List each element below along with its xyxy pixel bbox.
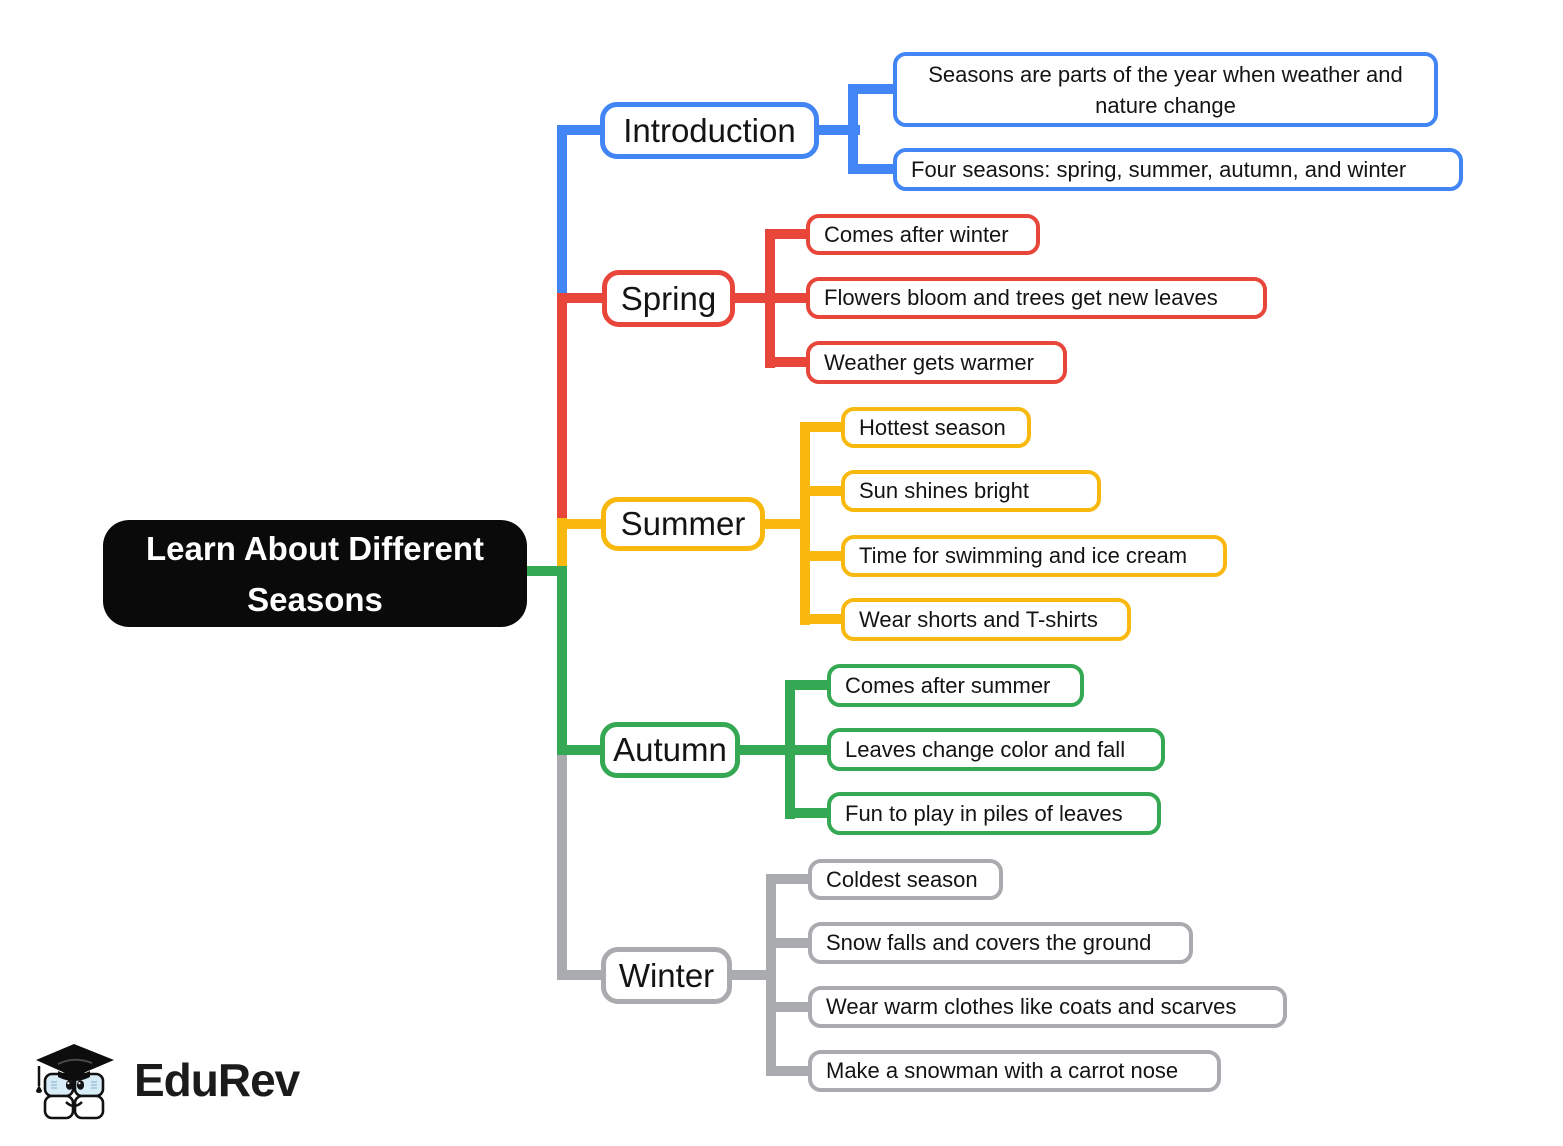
connector-summer-child-3 bbox=[800, 614, 846, 624]
branch-autumn-label: Autumn bbox=[613, 731, 727, 768]
leaf-introduction-0-label: Seasons are parts of the year when weath… bbox=[928, 61, 1403, 118]
branch-spring: Spring bbox=[602, 270, 735, 327]
leaf-winter-3-label: Make a snowman with a carrot nose bbox=[826, 1058, 1179, 1083]
connector-root-stub bbox=[520, 566, 567, 576]
leaf-summer-2-label: Time for swimming and ice cream bbox=[859, 543, 1188, 568]
edurev-logo-text: EduRev bbox=[134, 1054, 300, 1106]
leaf-winter-1-label: Snow falls and covers the ground bbox=[826, 930, 1152, 955]
connector-autumn-child-2 bbox=[785, 808, 832, 818]
connector-trunk-red bbox=[557, 298, 567, 518]
leaf-autumn-1-label: Leaves change color and fall bbox=[845, 736, 1126, 762]
connector-winter-child-0 bbox=[766, 874, 813, 884]
branch-introduction: Introduction bbox=[600, 102, 819, 159]
leaf-winter-1: Snow falls and covers the ground bbox=[808, 922, 1193, 964]
connector-stub-summer bbox=[557, 519, 605, 529]
connector-introduction-trunk bbox=[848, 84, 858, 174]
connector-winter-trunk bbox=[766, 874, 776, 1076]
connector-winter-child-3 bbox=[766, 1066, 813, 1076]
connector-trunk-green bbox=[557, 566, 567, 750]
root-node: Learn About Different Seasons bbox=[103, 520, 527, 627]
leaf-winter-0: Coldest season bbox=[808, 859, 1003, 900]
branch-spring-label: Spring bbox=[620, 279, 717, 317]
leaf-spring-1: Flowers bloom and trees get new leaves bbox=[806, 277, 1267, 319]
leaf-summer-3: Wear shorts and T-shirts bbox=[841, 598, 1131, 641]
connector-spring-child-1 bbox=[765, 293, 811, 303]
connector-autumn-out bbox=[735, 745, 790, 755]
connector-winter-child-1 bbox=[766, 938, 813, 948]
connector-summer-trunk bbox=[800, 422, 810, 625]
leaf-winter-0-label: Coldest season bbox=[826, 866, 978, 892]
leaf-autumn-2-label: Fun to play in piles of leaves bbox=[845, 800, 1123, 826]
connector-trunk-yellow bbox=[557, 518, 567, 571]
leaf-spring-1-label: Flowers bloom and trees get new leaves bbox=[824, 285, 1218, 310]
connector-summer-child-0 bbox=[800, 422, 846, 432]
branch-summer-label: Summer bbox=[620, 505, 746, 542]
leaf-summer-3-label: Wear shorts and T-shirts bbox=[859, 606, 1098, 632]
leaf-autumn-2: Fun to play in piles of leaves bbox=[827, 792, 1161, 835]
leaf-summer-1-label: Sun shines bright bbox=[859, 478, 1029, 503]
leaf-summer-0: Hottest season bbox=[841, 407, 1031, 448]
connector-stub-spring bbox=[557, 293, 606, 303]
connector-introduction-child-0 bbox=[848, 84, 898, 94]
connector-spring-out bbox=[730, 293, 775, 303]
leaf-autumn-1: Leaves change color and fall bbox=[827, 728, 1165, 771]
connector-spring-child-2 bbox=[765, 357, 811, 367]
leaf-summer-2: Time for swimming and ice cream bbox=[841, 535, 1227, 577]
edurev-logo: EduRev bbox=[30, 1038, 300, 1122]
leaf-spring-0: Comes after winter bbox=[806, 214, 1040, 255]
leaf-introduction-1: Four seasons: spring, summer, autumn, an… bbox=[893, 148, 1463, 191]
leaf-introduction-1-label: Four seasons: spring, summer, autumn, an… bbox=[911, 156, 1407, 182]
leaf-introduction-0: Seasons are parts of the year when weath… bbox=[893, 52, 1438, 127]
connector-autumn-child-0 bbox=[785, 680, 832, 690]
branch-summer: Summer bbox=[601, 497, 765, 551]
leaf-winter-2: Wear warm clothes like coats and scarves bbox=[808, 986, 1287, 1028]
graduation-cap-books-mascot-icon bbox=[35, 1044, 114, 1120]
connector-trunk-blue bbox=[557, 125, 567, 298]
connector-introduction-out bbox=[815, 125, 860, 135]
leaf-autumn-0: Comes after summer bbox=[827, 664, 1084, 707]
leaf-summer-1: Sun shines bright bbox=[841, 470, 1101, 512]
leaf-winter-3: Make a snowman with a carrot nose bbox=[808, 1050, 1221, 1092]
leaf-spring-2-label: Weather gets warmer bbox=[824, 349, 1034, 375]
leaf-spring-0-label: Comes after winter bbox=[824, 221, 1009, 247]
connector-winter-child-2 bbox=[766, 1002, 813, 1012]
branch-autumn: Autumn bbox=[600, 722, 740, 778]
connector-introduction-child-1 bbox=[848, 164, 898, 174]
connector-summer-child-1 bbox=[800, 486, 846, 496]
branch-winter: Winter bbox=[601, 947, 732, 1004]
leaf-spring-2: Weather gets warmer bbox=[806, 341, 1067, 384]
connector-summer-out bbox=[760, 519, 805, 529]
leaf-winter-2-label: Wear warm clothes like coats and scarves bbox=[826, 994, 1237, 1019]
connector-stub-autumn bbox=[557, 745, 604, 755]
branch-winter-label: Winter bbox=[618, 956, 715, 994]
connector-stub-introduction bbox=[557, 125, 604, 135]
root-label: Learn About Different Seasons bbox=[146, 529, 484, 618]
connector-stub-winter bbox=[557, 970, 605, 980]
leaf-autumn-0-label: Comes after summer bbox=[845, 672, 1051, 698]
connector-spring-child-0 bbox=[765, 229, 811, 239]
connector-summer-child-2 bbox=[800, 551, 846, 561]
leaf-summer-0-label: Hottest season bbox=[859, 414, 1006, 440]
connector-winter-out bbox=[726, 970, 771, 980]
connector-autumn-child-1 bbox=[785, 745, 832, 755]
branch-introduction-label: Introduction bbox=[623, 111, 796, 149]
connector-trunk-gray bbox=[557, 750, 567, 980]
